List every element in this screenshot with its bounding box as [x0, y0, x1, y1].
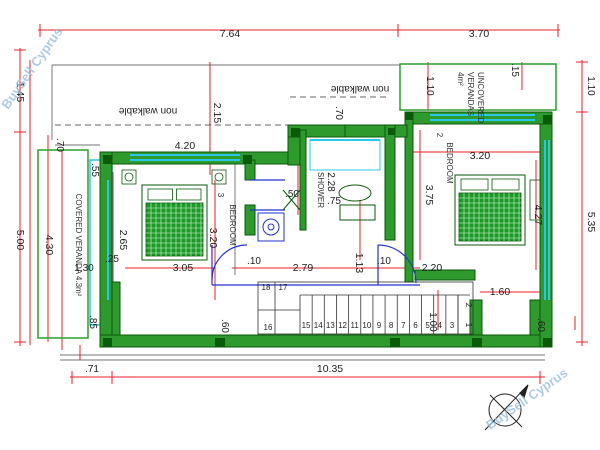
stair-number: 12 — [338, 321, 347, 330]
dashed-guides — [55, 96, 390, 126]
non-walkable-top: non walkable — [330, 83, 389, 94]
dim-bed2-width: 3.20 — [470, 150, 491, 162]
dim-55: .55 — [89, 163, 100, 177]
uncovered-veranda — [399, 63, 557, 111]
stair-number: 8 — [389, 321, 394, 330]
bedroom-left-number: 3 — [216, 193, 225, 198]
stair-number: 15 — [302, 321, 311, 330]
dim-left-top: 1.45 — [14, 82, 26, 103]
dim-left-inner-top: .70 — [54, 138, 65, 152]
dim-left-inner: 4.30 — [43, 235, 55, 256]
dim-stair-160: 1.60 — [490, 286, 511, 298]
dim-corridor-10a: .10 — [247, 256, 261, 267]
dim-bath-75: .75 — [327, 196, 341, 207]
dim-corridor-220: 2.20 — [422, 262, 443, 274]
dim-left-strip-w: 1.30 — [74, 263, 94, 274]
compass-icon — [484, 384, 529, 431]
dim-bath-50: .50 — [285, 189, 299, 200]
bed-right — [454, 174, 541, 246]
dim-stair-100: 1.00 — [427, 312, 438, 332]
stair-number: 17 — [279, 283, 288, 292]
stair-number: 7 — [401, 321, 406, 330]
stair-number: 1 — [464, 323, 473, 328]
dim-bottom-left: .71 — [85, 364, 99, 375]
dim-small-70: .70 — [333, 106, 344, 120]
dim-top-total-right: 3.70 — [469, 28, 490, 40]
dim-bed2-right: 4.27 — [532, 205, 544, 226]
bedroom-right-label: BEDROOM — [445, 142, 454, 184]
dim-walkway-height: 2.15 — [211, 103, 223, 124]
dim-right-outer: 5.35 — [585, 212, 597, 233]
stair-number: 3 — [450, 321, 455, 330]
windows — [107, 114, 550, 300]
uncovered-veranda-line-3: 4m² — [456, 72, 465, 86]
dim-bottom-total: 10.35 — [317, 363, 343, 375]
dim-right-top: 1.10 — [585, 76, 596, 96]
dim-corridor-113: 1.13 — [353, 253, 365, 274]
dim-bath-w: 2.28 — [325, 172, 336, 192]
dim-corridor-10b: .10 — [377, 256, 391, 267]
dim-bed3-depth: 3.20 — [207, 228, 219, 249]
shower-label: SHOWER — [316, 172, 325, 208]
stair-number: 13 — [326, 321, 335, 330]
stair-number: 10 — [362, 321, 371, 330]
stair-step-lines — [274, 282, 459, 334]
dim-small-15: .15 — [509, 63, 520, 77]
stair-number: 4 — [438, 321, 443, 330]
dim-25: .25 — [105, 254, 119, 265]
bed-left — [121, 169, 227, 261]
dim-bed3-inner-h: 2.65 — [117, 230, 129, 251]
stair-number: 9 — [377, 321, 382, 330]
non-walkable-main: non walkable — [118, 105, 177, 116]
doors — [211, 179, 420, 286]
uncovered-veranda-line-1: UNCOVERED — [476, 72, 485, 123]
stair-number: 14 — [314, 321, 323, 330]
dim-bed3-len: 3.05 — [173, 262, 194, 274]
dim-60-right: .60 — [535, 318, 546, 332]
dim-85: .85 — [87, 315, 98, 329]
covered-veranda — [37, 149, 89, 339]
bathroom-fixtures — [257, 139, 381, 242]
dim-corridor-len: 2.79 — [293, 262, 314, 274]
bedroom-right-number: 2 — [435, 133, 444, 138]
wall-cores — [103, 112, 552, 347]
dim-bed2-depth: 3.75 — [423, 185, 435, 206]
dim-60-left: .60 — [219, 319, 230, 333]
dim-bed3-width: 4.20 — [175, 140, 196, 152]
stair-number: 18 — [262, 283, 271, 292]
covered-veranda-label: COVERED VERANDA 4.3m² — [74, 194, 83, 297]
uncovered-veranda-line-2: VERANDAS — [466, 72, 475, 116]
dim-left-outer: 5.00 — [14, 230, 26, 251]
stair-number: 16 — [264, 323, 273, 332]
stair-number: 6 — [413, 321, 418, 330]
stair-number: 2 — [464, 303, 473, 308]
dim-top-total-left: 7.64 — [220, 28, 241, 40]
dim-veranda-top-h: 1.10 — [424, 76, 435, 96]
stair-number: 11 — [351, 321, 360, 330]
bedroom-left-label: BEDROOM — [228, 204, 237, 246]
stair-number: 5 — [425, 321, 430, 330]
